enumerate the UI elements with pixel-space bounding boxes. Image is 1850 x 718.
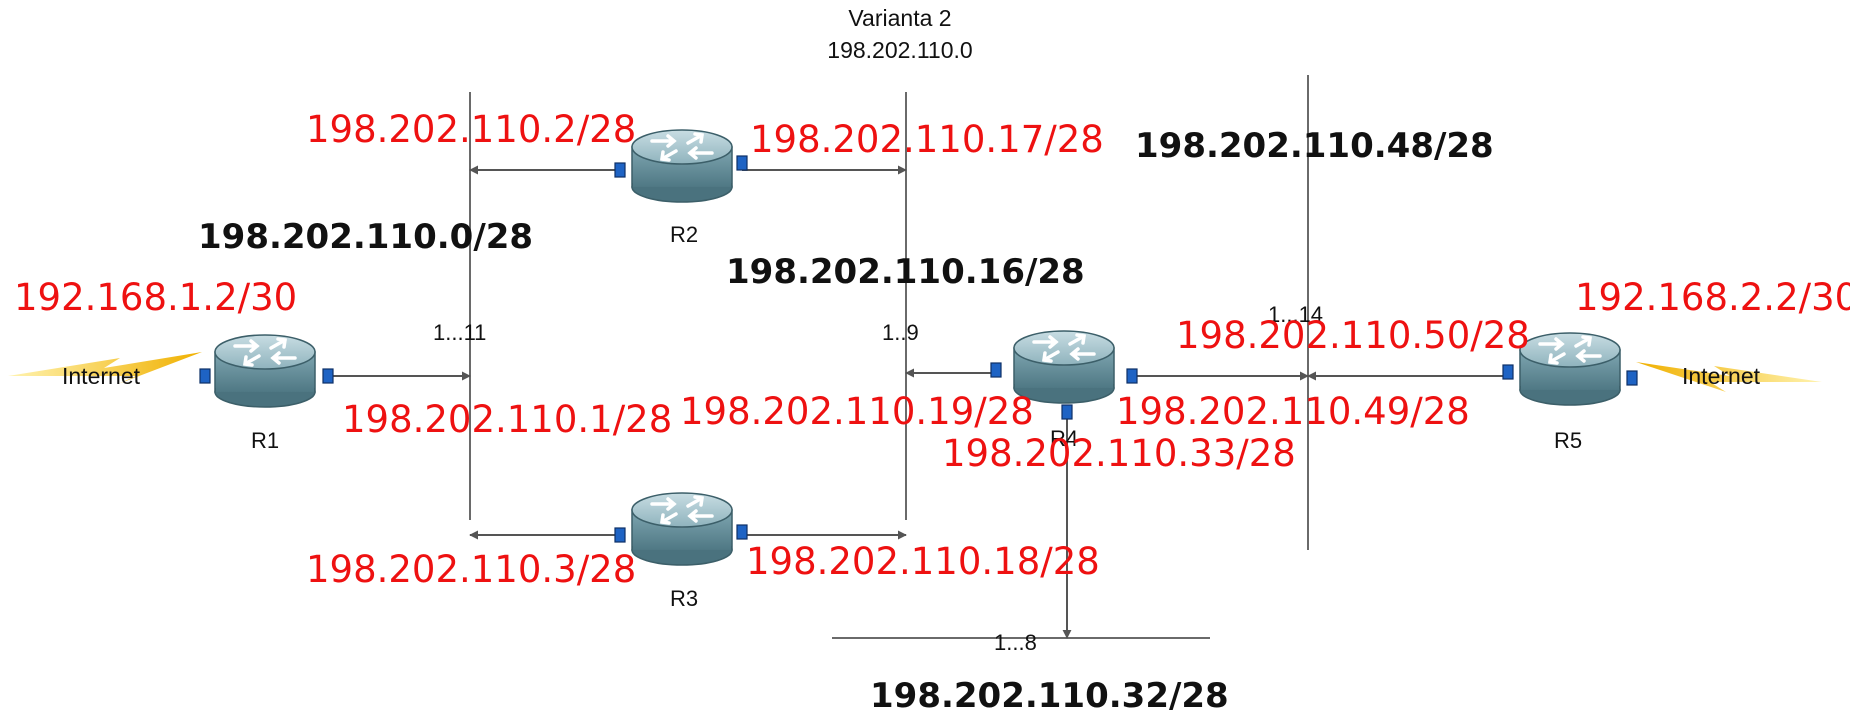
- router-icon: [213, 333, 317, 409]
- host-range-bus32: 1...8: [994, 630, 1037, 655]
- ip-r3-left: 198.202.110.3/28: [306, 548, 636, 591]
- host-range-bus48: 1...14: [1268, 302, 1323, 327]
- router-label-r4: R4: [1050, 426, 1078, 451]
- router-label-r2: R2: [670, 222, 698, 247]
- port-icon: [1502, 364, 1514, 380]
- ip-r5-wan: 192.168.2.2/30: [1575, 276, 1850, 319]
- router-label-r1: R1: [251, 428, 279, 453]
- ip-r5-left: 198.202.110.50/28: [1176, 314, 1530, 357]
- host-range-bus16: 1..9: [882, 320, 919, 345]
- internet-label-right: Internet: [1682, 363, 1761, 389]
- ip-r1-wan: 192.168.1.2/30: [14, 276, 297, 319]
- router-r5[interactable]: R5: [1502, 331, 1638, 453]
- network-label-16: 198.202.110.16/28: [726, 252, 1085, 292]
- port-icon: [990, 362, 1002, 378]
- router-icon: [630, 491, 734, 567]
- port-icon: [1126, 368, 1138, 384]
- port-icon: [1061, 404, 1073, 420]
- router-icon: [1518, 331, 1622, 407]
- base-network-label: 198.202.110.0: [827, 37, 972, 63]
- router-label-r5: R5: [1554, 428, 1582, 453]
- ip-r2-left: 198.202.110.2/28: [306, 108, 636, 151]
- network-label-32: 198.202.110.32/28: [870, 676, 1229, 716]
- ip-r4-bottom: 198.202.110.33/28: [942, 432, 1296, 475]
- ip-r3-right: 198.202.110.18/28: [746, 540, 1100, 583]
- network-label-48: 198.202.110.48/28: [1135, 126, 1494, 166]
- port-icon: [736, 155, 748, 171]
- port-icon: [199, 368, 211, 384]
- diagram-title: Varianta 2: [848, 5, 951, 31]
- router-r4[interactable]: R4: [990, 329, 1138, 451]
- host-range-bus0: 1...11: [433, 320, 486, 345]
- network-label-0: 198.202.110.0/28: [198, 217, 533, 257]
- port-icon: [614, 162, 626, 178]
- ip-r2-right: 198.202.110.17/28: [750, 118, 1104, 161]
- internet-label-left: Internet: [62, 363, 141, 389]
- router-icon: [630, 128, 734, 204]
- internet-bolt-icon: [8, 352, 202, 384]
- port-icon: [322, 368, 334, 384]
- ip-r4-right: 198.202.110.49/28: [1116, 390, 1470, 433]
- internet-bolt-icon: [1636, 362, 1822, 392]
- router-r1[interactable]: R1: [199, 333, 334, 453]
- ip-r1-lan: 198.202.110.1/28: [342, 398, 672, 441]
- router-r3[interactable]: R3: [614, 491, 748, 611]
- port-icon: [614, 527, 626, 543]
- router-r2[interactable]: R2: [614, 128, 748, 247]
- port-icon: [1626, 370, 1638, 386]
- ip-r4-left: 198.202.110.19/28: [680, 390, 1034, 433]
- port-icon: [736, 524, 748, 540]
- router-label-r3: R3: [670, 586, 698, 611]
